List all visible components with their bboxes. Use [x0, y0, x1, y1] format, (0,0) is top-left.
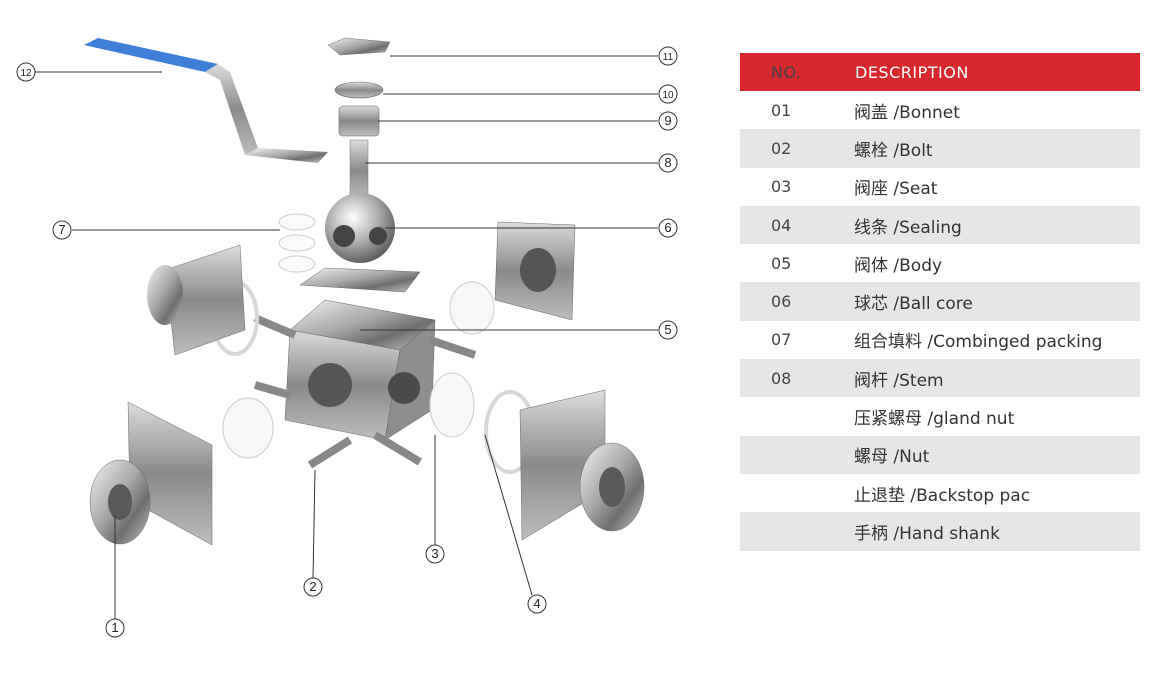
- row-no: 05: [771, 253, 792, 273]
- row-no: 03: [771, 177, 792, 197]
- exploded-valve-diagram: 12 11 10 9 8 6 5 7 1 2 3 4: [16, 37, 678, 638]
- row-no: [740, 397, 854, 435]
- callout-5-label: 5: [664, 322, 671, 337]
- table-row: 07 组合填料 /Combinged packing: [740, 321, 1140, 359]
- callout-4-label: 4: [533, 596, 540, 611]
- callout-5: 5: [658, 320, 678, 340]
- callout-2-label: 2: [309, 579, 316, 594]
- gland-nut-part: [338, 105, 380, 137]
- table-row: 止退垫 /Backstop pac: [740, 474, 1140, 512]
- row-desc: 阀座 /Seat: [854, 179, 938, 200]
- table-row: 螺母 /Nut: [740, 435, 1140, 474]
- row-no: [740, 474, 854, 512]
- callout-12-label: 12: [20, 68, 32, 79]
- callout-1: 1: [105, 618, 125, 638]
- table-row: 手柄 /Hand shank: [740, 512, 1140, 551]
- callout-11-label: 11: [663, 52, 674, 63]
- nut-part: [334, 81, 384, 99]
- table-row: 01 阀盖 /Bonnet: [740, 91, 1140, 129]
- callout-4: 4: [527, 594, 547, 614]
- row-no: 01: [771, 100, 792, 120]
- callout-9-label: 9: [664, 113, 671, 128]
- callout-11: 11: [658, 46, 678, 66]
- row-desc: 螺栓 /Bolt: [854, 129, 1140, 168]
- callout-8-label: 8: [664, 155, 671, 170]
- callout-8: 8: [658, 153, 678, 173]
- row-no: 07: [771, 330, 792, 350]
- row-desc: 球芯 /Ball core: [854, 282, 1140, 321]
- table-row: 压紧螺母 /gland nut: [740, 397, 1140, 435]
- callout-7-label: 7: [58, 222, 65, 237]
- ball-core-part: [325, 193, 395, 263]
- callout-3-label: 3: [431, 546, 438, 561]
- table-row: 03 阀座 /Seat: [740, 168, 1140, 206]
- bonnet-flange-left-top: [147, 244, 246, 356]
- valve-body-part: [284, 267, 436, 441]
- table-row: 05 阀体 /Body: [740, 244, 1140, 282]
- callout-10-label: 10: [662, 90, 674, 101]
- callout-9: 9: [658, 111, 678, 131]
- leader-lines: [35, 55, 658, 619]
- packing-rings-part: [278, 213, 316, 273]
- row-no: [740, 435, 854, 474]
- row-no: 08: [740, 359, 854, 398]
- row-desc: 阀杆 /Stem: [854, 359, 1140, 398]
- callout-6: 6: [658, 218, 678, 238]
- row-desc: 止退垫 /Backstop pac: [854, 485, 1031, 506]
- callout-12: 12: [16, 62, 36, 82]
- callout-2: 2: [303, 577, 323, 597]
- row-desc: 线条 /Sealing: [854, 205, 1140, 245]
- row-no: [740, 512, 854, 551]
- row-desc: 阀盖 /Bonnet: [854, 102, 960, 123]
- row-no: 06: [740, 282, 854, 321]
- row-desc: 阀体 /Body: [854, 255, 943, 276]
- callout-10: 10: [658, 84, 678, 104]
- row-desc: 螺母 /Nut: [854, 435, 1140, 474]
- row-no: 02: [740, 129, 854, 168]
- row-desc: 手柄 /Hand shank: [854, 512, 1140, 551]
- handle-part: [84, 38, 328, 163]
- callout-7: 7: [52, 220, 72, 240]
- backstop-washer-part: [327, 37, 391, 56]
- row-no: 04: [740, 205, 854, 245]
- stem-part: [349, 139, 369, 201]
- bonnet-flange-left-bottom: [89, 401, 213, 546]
- header-description: DESCRIPTION: [855, 62, 969, 82]
- bolts-part: [253, 314, 477, 469]
- callout-3: 3: [425, 544, 445, 564]
- bonnet-flange-right-top: [494, 221, 576, 321]
- bonnet-flange-right-bottom: [519, 389, 645, 541]
- callout-6-label: 6: [664, 220, 671, 235]
- table-header: NO. DESCRIPTION: [740, 53, 1140, 91]
- callout-1-label: 1: [111, 620, 118, 635]
- row-desc: 组合填料 /Combinged packing: [854, 332, 1103, 353]
- seats-part: [222, 281, 495, 459]
- header-no: NO.: [771, 62, 802, 82]
- row-desc: 压紧螺母 /gland nut: [854, 409, 1015, 430]
